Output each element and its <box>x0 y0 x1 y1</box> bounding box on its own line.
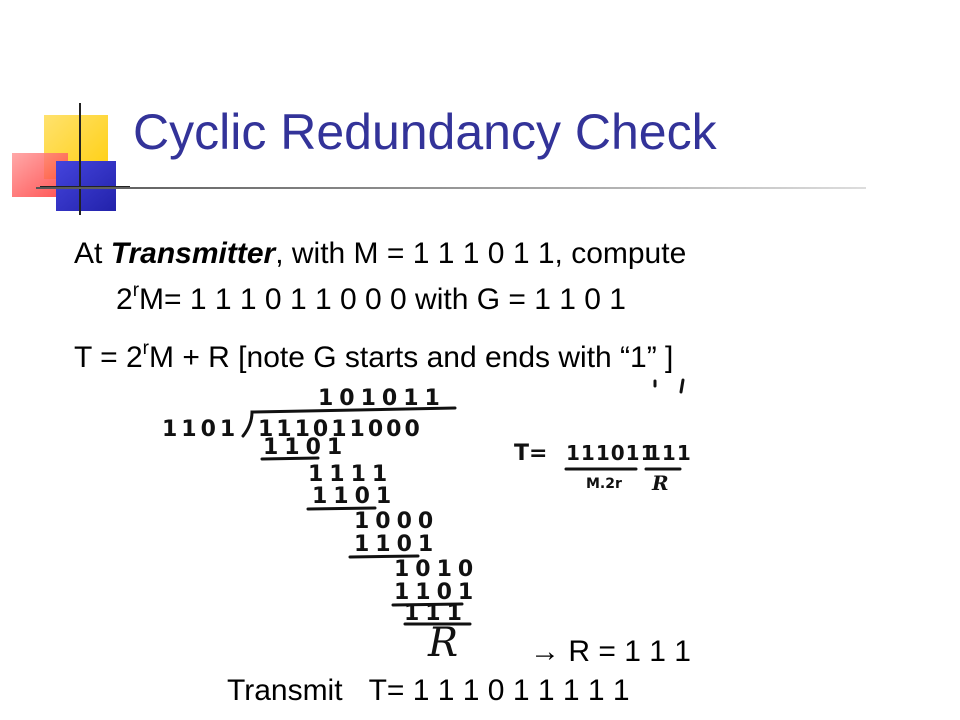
hw-step-4: 1000 <box>354 509 439 534</box>
transmitter-emphasis: Transmitter <box>110 237 276 270</box>
hw-divisor: 1101 <box>162 417 239 442</box>
hw-dividend: 111011000 <box>258 417 423 442</box>
hw-step-8: 111 <box>404 601 468 626</box>
hw-t-first-label: M.2r <box>586 476 622 492</box>
slide-title: Cyclic Redundancy Check <box>133 104 717 160</box>
transmitter-prefix: At <box>74 237 111 270</box>
hw-remainder-label: R <box>427 620 458 666</box>
t-formula-line: T = 2rM + R [note G starts and ends with… <box>74 338 674 374</box>
hw-step-6: 1010 <box>394 557 479 582</box>
hw-step-3: 1101 <box>312 484 397 509</box>
hw-step-2: 1111 <box>308 462 393 487</box>
t-formula-lhs: T = 2 <box>74 341 143 374</box>
hw-t-first: 111011 <box>566 441 656 465</box>
transmit-line: Transmit T= 1 1 1 0 1 1 1 1 1 <box>227 676 630 706</box>
hw-t-label: T= <box>514 441 547 466</box>
transmitter-line: At Transmitter, with M = 1 1 1 0 1 1, co… <box>74 239 686 269</box>
t-formula-exponent: r <box>142 338 149 359</box>
hw-quotient: 101011 <box>318 386 446 411</box>
hw-step-7: 1101 <box>394 580 479 605</box>
remainder-text: R = 1 1 1 <box>560 635 691 668</box>
hw-step-1: 1101 <box>263 435 348 460</box>
shifted-base: 2 <box>116 283 133 316</box>
hw-t-second-label: R <box>651 471 669 495</box>
transmit-value: T= 1 1 1 0 1 1 1 1 1 <box>368 674 630 707</box>
hw-step-5: 1101 <box>354 532 439 557</box>
remainder-result: → R = 1 1 1 <box>530 637 691 667</box>
title-underline <box>36 187 866 189</box>
shifted-message-line: 2rM= 1 1 1 0 1 1 0 0 0 with G = 1 1 0 1 <box>116 280 626 316</box>
transmit-label: Transmit <box>227 674 343 707</box>
shifted-exponent: r <box>132 280 140 301</box>
arrow-icon: → <box>530 635 560 668</box>
t-formula-rest: M + R [note G starts and ends with “1” ] <box>149 341 674 374</box>
transmitter-rest: , with M = 1 1 1 0 1 1, compute <box>275 237 687 270</box>
hw-t-second: 111 <box>647 441 692 465</box>
shifted-rest: M= 1 1 1 0 1 1 0 0 0 with G = 1 1 0 1 <box>139 283 626 316</box>
